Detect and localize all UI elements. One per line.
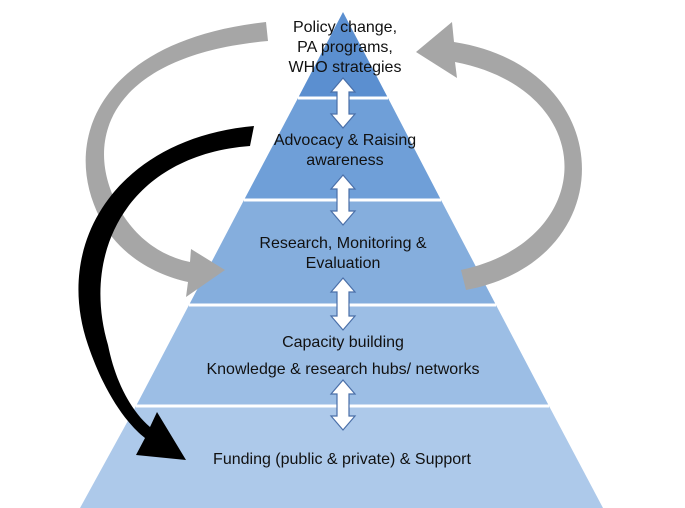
tier-1-shape <box>298 12 388 98</box>
tier-2-line-1: Advocacy & Raising <box>273 132 417 149</box>
tier-5-label: Funding (public & private) & Support <box>213 450 471 470</box>
tier-1-line-3: WHO strategies <box>288 59 402 76</box>
tier-3-label: Research, Monitoring & Evaluation <box>259 234 426 274</box>
tier-3-shape <box>189 200 496 305</box>
double-arrow-2 <box>329 174 357 226</box>
tier-1-label: Policy change, PA programs, WHO strategi… <box>289 18 402 78</box>
tier-2-label: Advocacy & Raising awareness <box>274 131 416 171</box>
tier-4-line-2: Knowledge & research hubs/ networks <box>206 361 480 378</box>
tier-2-shape <box>244 98 441 200</box>
tier-5-line-1: Funding (public & private) & Support <box>213 451 471 468</box>
tier-4-shape <box>136 305 549 406</box>
right-gray-feedback-arrow <box>416 22 582 290</box>
double-arrow-4 <box>329 379 357 431</box>
double-arrow-3 <box>329 277 357 331</box>
tier-1-line-1: Policy change, <box>292 19 398 36</box>
tier-4-line-1: Capacity building <box>282 334 404 351</box>
double-arrow-1 <box>329 77 357 129</box>
black-feedback-arrow <box>78 126 254 460</box>
tier-2-line-2: awareness <box>306 152 384 169</box>
tier-5-shape <box>80 406 603 508</box>
tier-1-line-2: PA programs, <box>297 39 393 56</box>
tier-4-label: Capacity building Knowledge & research h… <box>206 333 479 380</box>
left-gray-feedback-arrow <box>85 22 268 297</box>
tier-3-line-1: Research, Monitoring & <box>259 235 427 252</box>
tier-3-line-2: Evaluation <box>305 255 381 272</box>
double-arrow-connectors <box>329 77 357 431</box>
